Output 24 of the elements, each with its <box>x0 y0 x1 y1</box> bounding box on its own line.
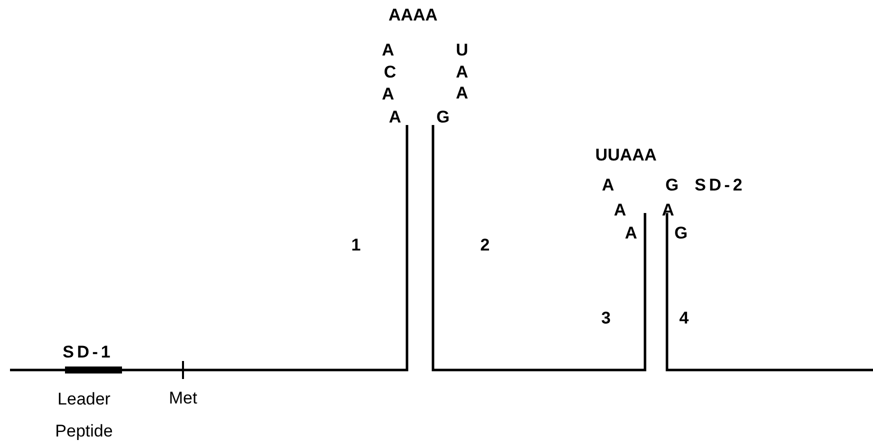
nucleotide-letter: A <box>456 64 468 80</box>
nucleotide-letter: A <box>624 224 638 242</box>
nucleotide-letter: A <box>456 84 468 102</box>
stem-number: 1 <box>351 236 361 254</box>
sequence-label: SD-1 <box>62 344 114 360</box>
region-label: Leader Peptide <box>54 388 114 443</box>
nucleotide-letters: UUAAA <box>595 146 657 164</box>
nucleotide-letter: A <box>388 108 402 126</box>
nucleotide-letter: A <box>382 42 394 58</box>
codon-label: Met <box>168 390 198 406</box>
nucleotide-letter: A <box>614 202 626 218</box>
nucleotide-letter: G <box>665 176 679 194</box>
nucleotide-letter: A <box>662 202 674 218</box>
nucleotide-letter: G <box>674 224 688 242</box>
sequence-label: SD-2 <box>694 176 746 194</box>
nucleotide-letter: G <box>436 108 450 126</box>
nucleotide-letter: C <box>384 64 396 80</box>
stem-number: 3 <box>601 310 611 326</box>
stem-number: 2 <box>480 236 490 254</box>
nucleotide-letters: AAAA <box>388 6 438 24</box>
nucleotide-letter: U <box>456 42 468 58</box>
nucleotide-letter: A <box>382 86 394 102</box>
nucleotide-letter: A <box>602 176 614 194</box>
stem-number: 4 <box>679 310 689 326</box>
